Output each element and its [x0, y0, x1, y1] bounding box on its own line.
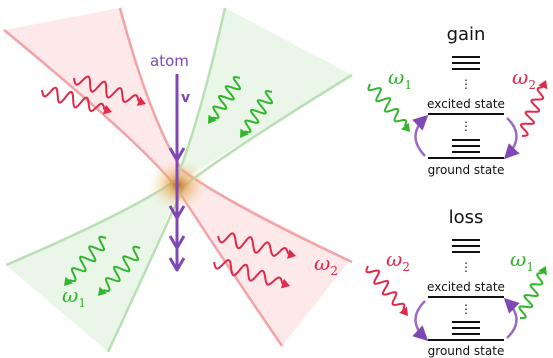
- gain-panel: gain ⋮ excited state ⋮ ground state ω1 ω…: [388, 24, 536, 177]
- beam-photons: [41, 75, 296, 296]
- gain-omega1-label: ω1: [388, 65, 412, 92]
- loss-arrow-right: [503, 297, 520, 339]
- loss-green-photon-head: [538, 266, 547, 276]
- gain-arrow-right: [503, 117, 520, 160]
- loss-excited-label: excited state: [427, 280, 505, 294]
- trajectory-arrowhead-3: [168, 235, 186, 250]
- loss-red-photon: [365, 265, 406, 311]
- gain-title: gain: [447, 24, 486, 45]
- red-photon-upper-left-1: [41, 86, 106, 112]
- atom-trajectory: atom v: [150, 52, 190, 272]
- trajectory-arrowhead-2: [168, 205, 186, 220]
- gain-ground-label: ground state: [428, 163, 505, 177]
- loss-green-photon: [518, 272, 544, 319]
- green-photon-lower-left-1: [69, 235, 107, 282]
- red-photon-lower-right-2: [213, 259, 284, 286]
- atom-label: atom: [150, 52, 189, 70]
- green-photon-upper-right-1-head: [208, 114, 217, 124]
- red-photon-lower-right-1: [217, 232, 290, 257]
- loss-dots-lower: ⋮: [460, 302, 472, 316]
- green-photon-lower-left-2-head: [98, 286, 107, 296]
- panel-photons: [365, 80, 548, 319]
- green-photon-upper-right-2: [244, 90, 273, 134]
- loss-ground-label: ground state: [428, 344, 505, 358]
- red-photon-upper-left-2-head: [136, 96, 146, 106]
- gain-dots-lower: ⋮: [460, 119, 472, 133]
- trajectory-arrowhead-4: [168, 257, 186, 272]
- gain-red-photon: [520, 86, 545, 137]
- gain-dots-upper: ⋮: [460, 77, 472, 91]
- green-photon-lower-left-2: [103, 245, 141, 292]
- gain-green-photon: [367, 83, 408, 127]
- gain-excited-label: excited state: [427, 97, 505, 111]
- loss-omega2-label: ω2: [386, 247, 410, 274]
- green-photon-lower-left-1-head: [64, 276, 73, 286]
- gain-green-photon-head: [401, 122, 410, 132]
- loss-arrow-left: [412, 300, 429, 342]
- red-photon-lower-right-2-head: [280, 278, 290, 289]
- loss-title: loss: [449, 207, 484, 228]
- green-photon-upper-right-2-head: [240, 128, 249, 138]
- gain-omega2-label: ω2: [512, 65, 536, 92]
- loss-omega1-label: ω1: [510, 247, 534, 274]
- red-photon-lower-right-1-head: [287, 249, 296, 259]
- trajectory-arrowhead-1: [168, 147, 186, 162]
- red-photon-upper-left-1-head: [102, 104, 112, 115]
- loss-panel: loss ⋮ excited state ⋮ ground state ω2 ω…: [386, 207, 534, 358]
- loss-red-photon-head: [399, 306, 408, 316]
- velocity-label: v: [181, 90, 190, 106]
- gain-red-photon-head: [538, 80, 548, 90]
- beam-omega2-label: ω2: [314, 251, 338, 278]
- gain-arrow-left: [412, 114, 429, 157]
- green-photon-upper-right-1: [212, 76, 241, 120]
- loss-dots-upper: ⋮: [460, 260, 472, 274]
- red-photon-upper-left-2: [73, 75, 140, 103]
- beam-omega1-label: ω1: [62, 283, 86, 310]
